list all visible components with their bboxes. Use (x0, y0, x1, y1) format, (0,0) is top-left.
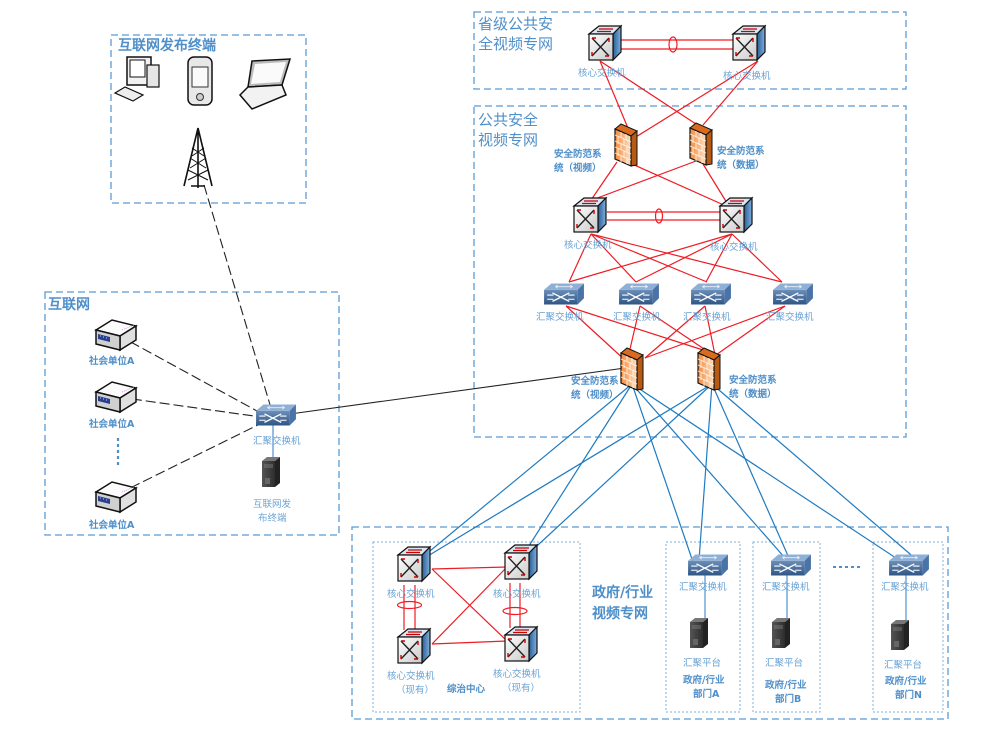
aggregation-switch-icon[interactable] (888, 553, 930, 577)
department-label: 政府/行业 (885, 675, 927, 687)
laptop-icon[interactable] (238, 58, 292, 110)
subzone-department-b (752, 541, 821, 713)
zone-government-network (351, 526, 949, 720)
core-switch-icon[interactable] (719, 197, 753, 233)
subzone-department-a (665, 541, 741, 713)
zone-internet-title: 互联网 (48, 297, 90, 313)
aggregation-switch-icon[interactable] (255, 403, 297, 427)
core-switch-label: 核心交换机 (387, 670, 435, 682)
zone-public-security-title-1: 公共安全 (478, 111, 538, 129)
server-label: 互联网发 (253, 498, 292, 510)
department-label: 政府/行业 (683, 674, 725, 686)
aggregation-switch-icon[interactable] (690, 282, 732, 306)
zone-internet-terminal (110, 34, 307, 204)
zone-provincial-title-2: 全视频专网 (478, 35, 553, 53)
social-unit-device-icon[interactable] (95, 481, 137, 513)
firewall-label: 安全防范系 (571, 375, 619, 387)
server-icon[interactable] (771, 617, 791, 649)
server-icon[interactable] (261, 456, 281, 488)
subzone-comprehensive-center (372, 541, 581, 713)
platform-label: 汇聚平台 (765, 657, 803, 669)
social-unit-device-icon[interactable] (95, 319, 137, 351)
core-switch-icon[interactable] (732, 25, 766, 61)
firewall-icon[interactable] (697, 347, 721, 391)
core-switch-icon[interactable] (397, 628, 431, 664)
desktop-computer-icon[interactable] (113, 56, 160, 102)
department-label: 部门N (895, 689, 922, 701)
links-public-security (565, 160, 786, 363)
core-switch-label: 核心交换机 (723, 70, 771, 82)
firewall-label: 安全防范系 (717, 145, 765, 157)
radio-tower-icon (183, 127, 213, 188)
core-switch-icon[interactable] (504, 626, 538, 662)
server-icon[interactable] (689, 617, 709, 649)
links-government (396, 383, 918, 645)
firewall-icon[interactable] (614, 123, 638, 167)
department-label: 部门B (775, 693, 801, 705)
core-switch-label: 核心交换机 (710, 241, 758, 253)
core-switch-icon[interactable] (397, 546, 431, 582)
pda-icon[interactable] (187, 56, 213, 106)
aggregation-switch-label: 汇聚交换机 (766, 311, 814, 323)
core-switch-icon[interactable] (504, 544, 538, 580)
zone-government-title-1: 政府/行业 (592, 584, 653, 601)
firewall-icon[interactable] (620, 347, 644, 391)
core-switch-icon[interactable] (573, 197, 607, 233)
aggregation-switch-icon[interactable] (772, 282, 814, 306)
center-name-label: 综治中心 (447, 683, 486, 695)
firewall-icon[interactable] (689, 122, 713, 166)
aggregation-switch-label: 汇聚交换机 (613, 311, 661, 323)
aggregation-switch-label: 汇聚交换机 (536, 311, 584, 323)
firewall-label: 安全防范系 (554, 148, 602, 160)
aggregation-switch-icon[interactable] (618, 282, 660, 306)
zone-internet-terminal-title: 互联网发布终端 (118, 37, 216, 54)
aggregation-switch-label: 汇聚交换机 (253, 435, 301, 447)
platform-label: 汇聚平台 (884, 659, 922, 671)
zone-provincial-network (473, 11, 907, 90)
zone-public-security-network (473, 105, 907, 438)
aggregation-switch-icon[interactable] (543, 282, 585, 306)
core-switch-label: （现有） (396, 684, 434, 696)
core-switch-icon[interactable] (588, 25, 622, 61)
firewall-label: 统（视频） (571, 389, 619, 401)
server-label: 布终端 (258, 512, 287, 524)
core-switch-label: 核心交换机 (578, 67, 626, 79)
server-icon[interactable] (890, 619, 910, 651)
core-switch-label: 核心交换机 (493, 668, 541, 680)
links-provincial (599, 36, 759, 141)
social-unit-device-icon[interactable] (95, 381, 137, 413)
platform-label: 汇聚平台 (683, 657, 721, 669)
core-switch-label: 核心交换机 (493, 588, 541, 600)
core-switch-label: （现有） (502, 682, 540, 694)
firewall-label: 统（视频） (554, 162, 602, 174)
department-label: 政府/行业 (765, 679, 807, 691)
zone-provincial-title-1: 省级公共安 (478, 15, 553, 33)
firewall-label: 统（数据） (729, 388, 777, 400)
aggregation-switch-label: 汇聚交换机 (679, 581, 727, 593)
social-unit-label: 社会单位A (88, 355, 135, 367)
department-label: 部门A (693, 688, 720, 700)
firewall-label: 安全防范系 (729, 374, 777, 386)
aggregation-switch-label: 汇聚交换机 (881, 581, 929, 593)
aggregation-switch-icon[interactable] (770, 553, 812, 577)
core-switch-label: 核心交换机 (564, 239, 612, 251)
core-switch-label: 核心交换机 (387, 588, 435, 600)
social-unit-label: 社会单位A (88, 519, 135, 531)
aggregation-switch-icon[interactable] (687, 553, 729, 577)
links-internet (117, 184, 626, 495)
zone-public-security-title-2: 视频专网 (478, 131, 538, 149)
zone-internet (44, 291, 340, 536)
aggregation-switch-label: 汇聚交换机 (683, 311, 731, 323)
firewall-label: 统（数据） (717, 159, 765, 171)
social-unit-label: 社会单位A (88, 418, 135, 430)
aggregation-switch-label: 汇聚交换机 (762, 581, 810, 593)
zone-government-title-2: 视频专网 (592, 605, 648, 622)
